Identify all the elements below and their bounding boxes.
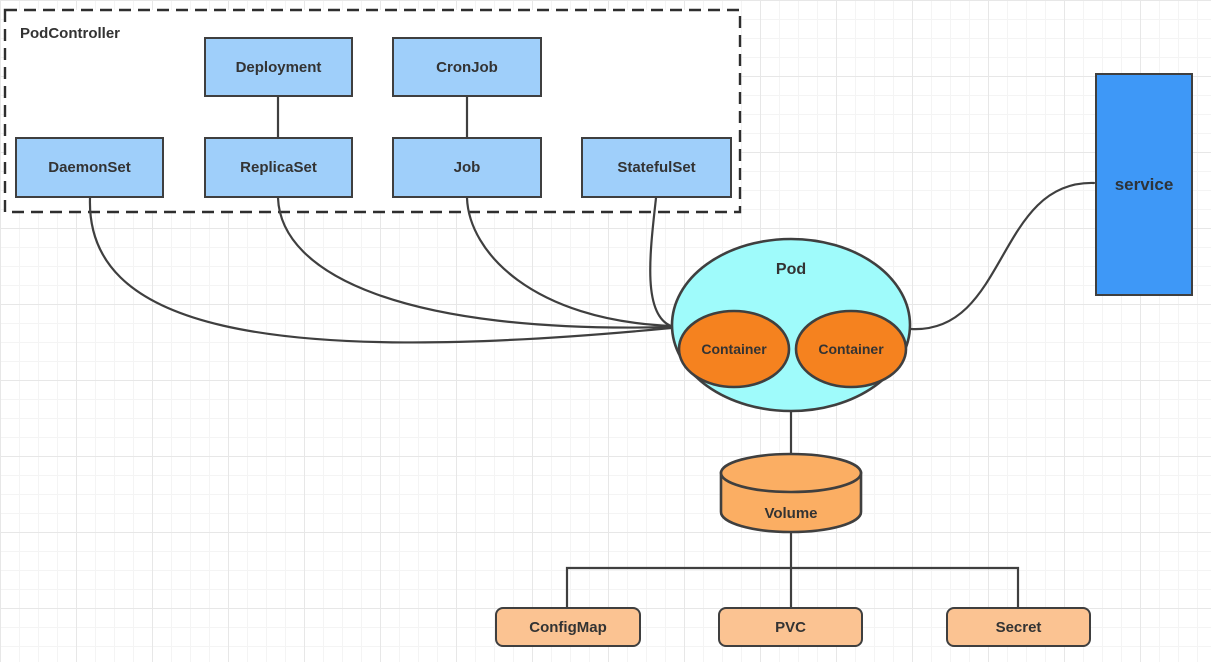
node-job[interactable]: Job xyxy=(392,137,542,198)
edge-statefulset-pod[interactable] xyxy=(649,196,673,328)
edge-daemonset-pod[interactable] xyxy=(88,196,673,344)
container-ellipse-left[interactable] xyxy=(677,309,791,389)
node-pvc[interactable]: PVC xyxy=(718,607,863,647)
node-service[interactable]: service xyxy=(1095,73,1193,296)
edge-pod-service[interactable] xyxy=(909,181,1096,331)
node-daemonset[interactable]: DaemonSet xyxy=(15,137,164,198)
node-deployment[interactable]: Deployment xyxy=(204,37,353,97)
edge-job-pod[interactable] xyxy=(465,196,673,328)
container-left-label: Container xyxy=(701,341,767,357)
node-secret-label: Secret xyxy=(995,618,1042,636)
edge-replicaset-pod[interactable] xyxy=(276,196,673,329)
node-statefulset-label: StatefulSet xyxy=(617,159,696,176)
node-replicaset[interactable]: ReplicaSet xyxy=(204,137,353,198)
node-pvc-label: PVC xyxy=(775,618,806,636)
node-service-label: service xyxy=(1114,174,1174,194)
container-ellipse-right[interactable] xyxy=(794,309,908,389)
pod-controller-group-title: PodController xyxy=(20,24,120,42)
node-daemonset-label: DaemonSet xyxy=(48,159,131,176)
node-statefulset[interactable]: StatefulSet xyxy=(581,137,732,198)
node-secret[interactable]: Secret xyxy=(946,607,1091,647)
node-configmap-label: ConfigMap xyxy=(529,618,607,636)
edge-volume-storage-tree[interactable] xyxy=(565,530,1020,609)
volume-cylinder-top[interactable] xyxy=(719,452,863,494)
node-configmap[interactable]: ConfigMap xyxy=(495,607,641,647)
node-cronjob[interactable]: CronJob xyxy=(392,37,542,97)
pod-label: Pod xyxy=(775,261,807,278)
node-replicaset-label: ReplicaSet xyxy=(240,159,317,176)
node-cronjob-label: CronJob xyxy=(436,58,498,76)
volume-label: Volume xyxy=(764,504,818,522)
node-deployment-label: Deployment xyxy=(235,58,322,76)
container-right-label: Container xyxy=(818,341,884,357)
node-job-label: Job xyxy=(453,159,481,176)
